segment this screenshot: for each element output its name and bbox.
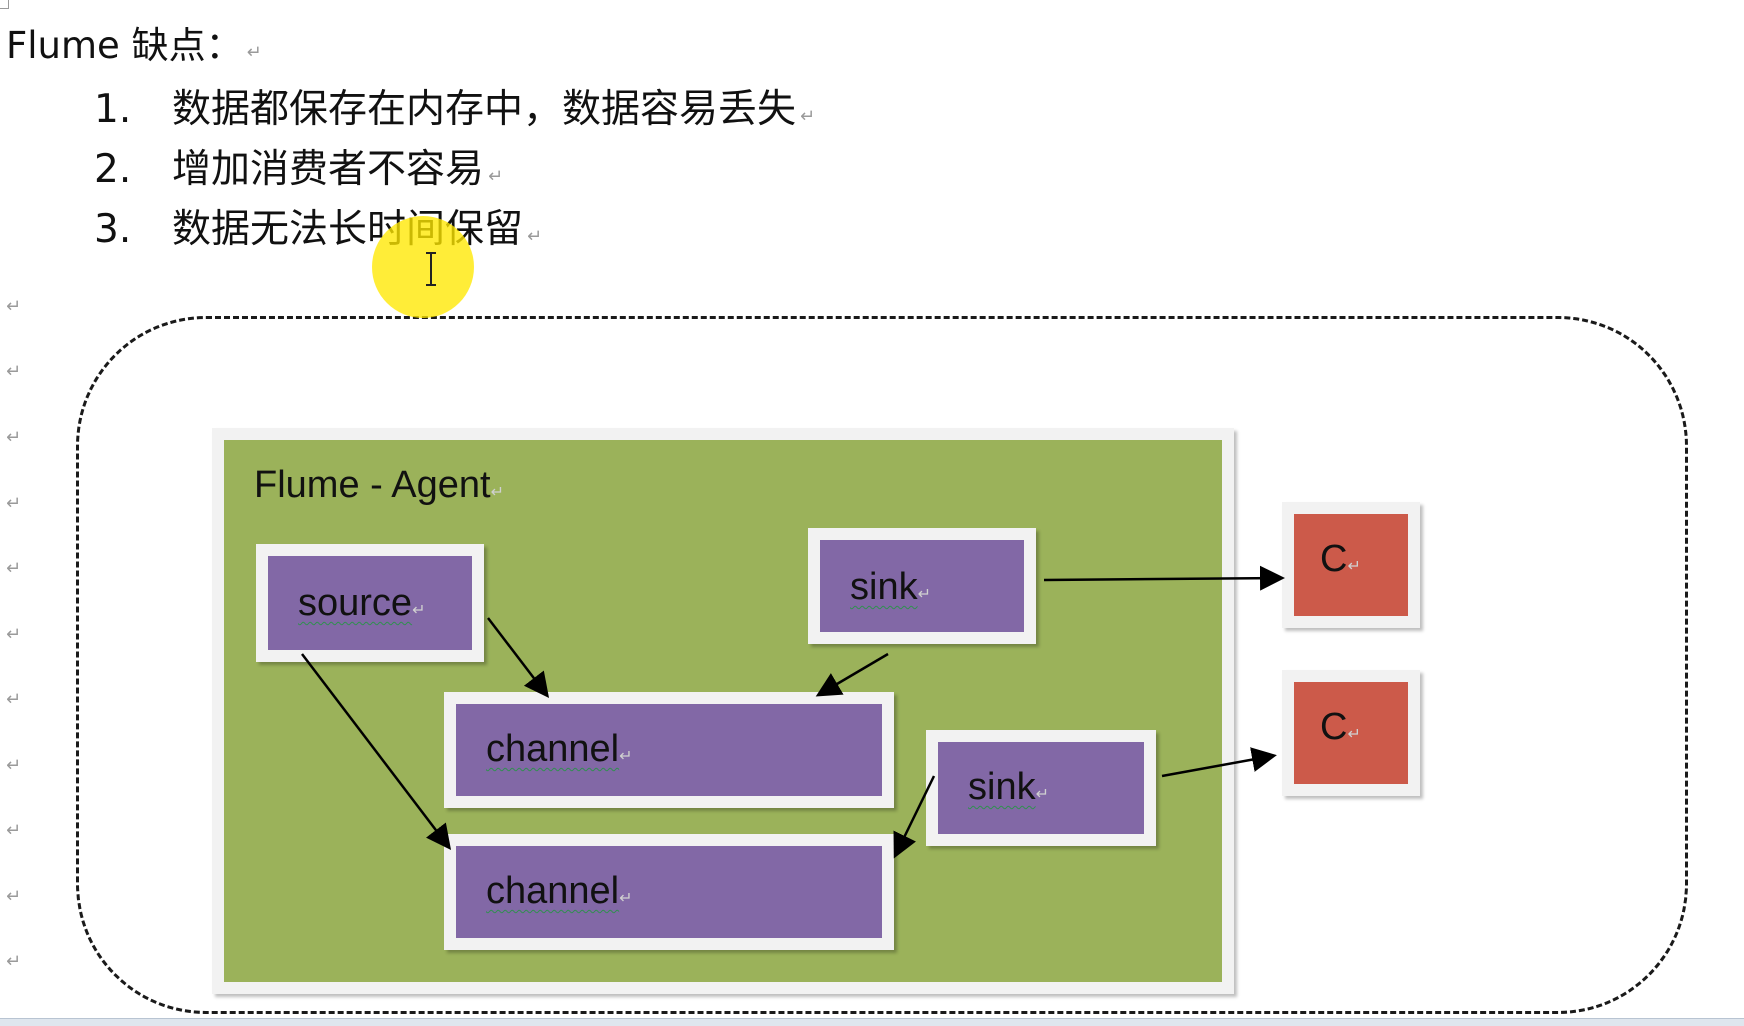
paragraph-mark: ↵	[6, 820, 22, 841]
paragraph-mark: ↵	[6, 493, 22, 514]
list-item: 2. 增加消费者不容易↵	[94, 144, 503, 203]
list-text: 数据无法长时间保留	[172, 207, 524, 252]
paragraph-mark: ↵	[6, 558, 22, 579]
paragraph-mark: ↵	[917, 586, 931, 603]
consumer-label-bottom: C↵	[1320, 706, 1361, 749]
paragraph-mark: ↵	[6, 951, 22, 972]
list-item: 1. 数据都保存在内存中，数据容易丢失↵	[94, 84, 815, 143]
paragraph-mark: ↵	[246, 42, 262, 63]
consumer-box-bottom	[1282, 670, 1420, 796]
paragraph-mark: ↵	[527, 226, 543, 247]
channel-label-top: channel↵	[486, 728, 633, 771]
sink-box-bottom	[926, 730, 1156, 846]
paragraph-mark: ↵	[490, 484, 504, 501]
paragraph-mark: ↵	[6, 361, 22, 382]
sink-label-top: sink↵	[850, 566, 931, 609]
paragraph-mark: ↵	[619, 748, 633, 765]
sink-label-bottom: sink↵	[968, 766, 1049, 809]
paragraph-mark: ↵	[1347, 726, 1361, 743]
heading-text: Flume 缺点：	[6, 24, 243, 67]
list-text: 数据都保存在内存中，数据容易丢失	[172, 87, 797, 132]
paragraph-mark: ↵	[412, 602, 426, 619]
channel-box-bottom	[444, 834, 894, 950]
paragraph-mark: ↵	[6, 427, 22, 448]
channel-bottom-label-text: channel	[486, 870, 620, 912]
consumer-top-label-text: C	[1320, 538, 1348, 580]
paragraph-mark: ↵	[1347, 558, 1361, 575]
paragraph-mark: ↵	[488, 166, 504, 187]
sink-bottom-label-text: sink	[968, 766, 1036, 808]
channel-label-bottom: channel↵	[486, 870, 633, 913]
agent-title: Flume - Agent↵	[254, 464, 504, 507]
list-number: 2.	[94, 147, 132, 192]
channel-box-top	[444, 692, 894, 808]
source-box	[256, 544, 484, 662]
sink-box-top	[808, 528, 1036, 644]
paragraph-mark: ↵	[6, 689, 22, 710]
cursor-highlight	[372, 216, 474, 318]
outer-dashed-boundary	[76, 316, 1688, 1014]
text-cursor-icon	[426, 252, 436, 286]
paragraph-mark: ↵	[6, 755, 22, 776]
source-label-text: source	[298, 582, 413, 624]
list-text: 增加消费者不容易	[172, 147, 485, 192]
consumer-bottom-label-text: C	[1320, 706, 1348, 748]
paragraph-mark: ↵	[6, 624, 22, 645]
paragraph-mark: ↵	[800, 106, 816, 127]
paragraph-mark: ↵	[6, 296, 22, 317]
sink-top-label-text: sink	[850, 566, 918, 608]
list-number: 1.	[94, 87, 132, 132]
source-label: source↵	[298, 582, 425, 625]
paragraph-mark: ↵	[619, 890, 633, 907]
list-item: 3. 数据无法长时间保留↵	[94, 204, 542, 263]
consumer-box-top	[1282, 502, 1420, 628]
page-corner-mark	[0, 0, 9, 9]
agent-title-text: Flume - Agent	[254, 464, 491, 506]
list-number: 3.	[94, 207, 132, 252]
channel-top-label-text: channel	[486, 728, 620, 770]
window-bottom-edge	[0, 1018, 1744, 1026]
heading: Flume 缺点：↵	[6, 22, 262, 77]
paragraph-mark: ↵	[6, 886, 22, 907]
paragraph-mark: ↵	[1035, 786, 1049, 803]
consumer-label-top: C↵	[1320, 538, 1361, 581]
